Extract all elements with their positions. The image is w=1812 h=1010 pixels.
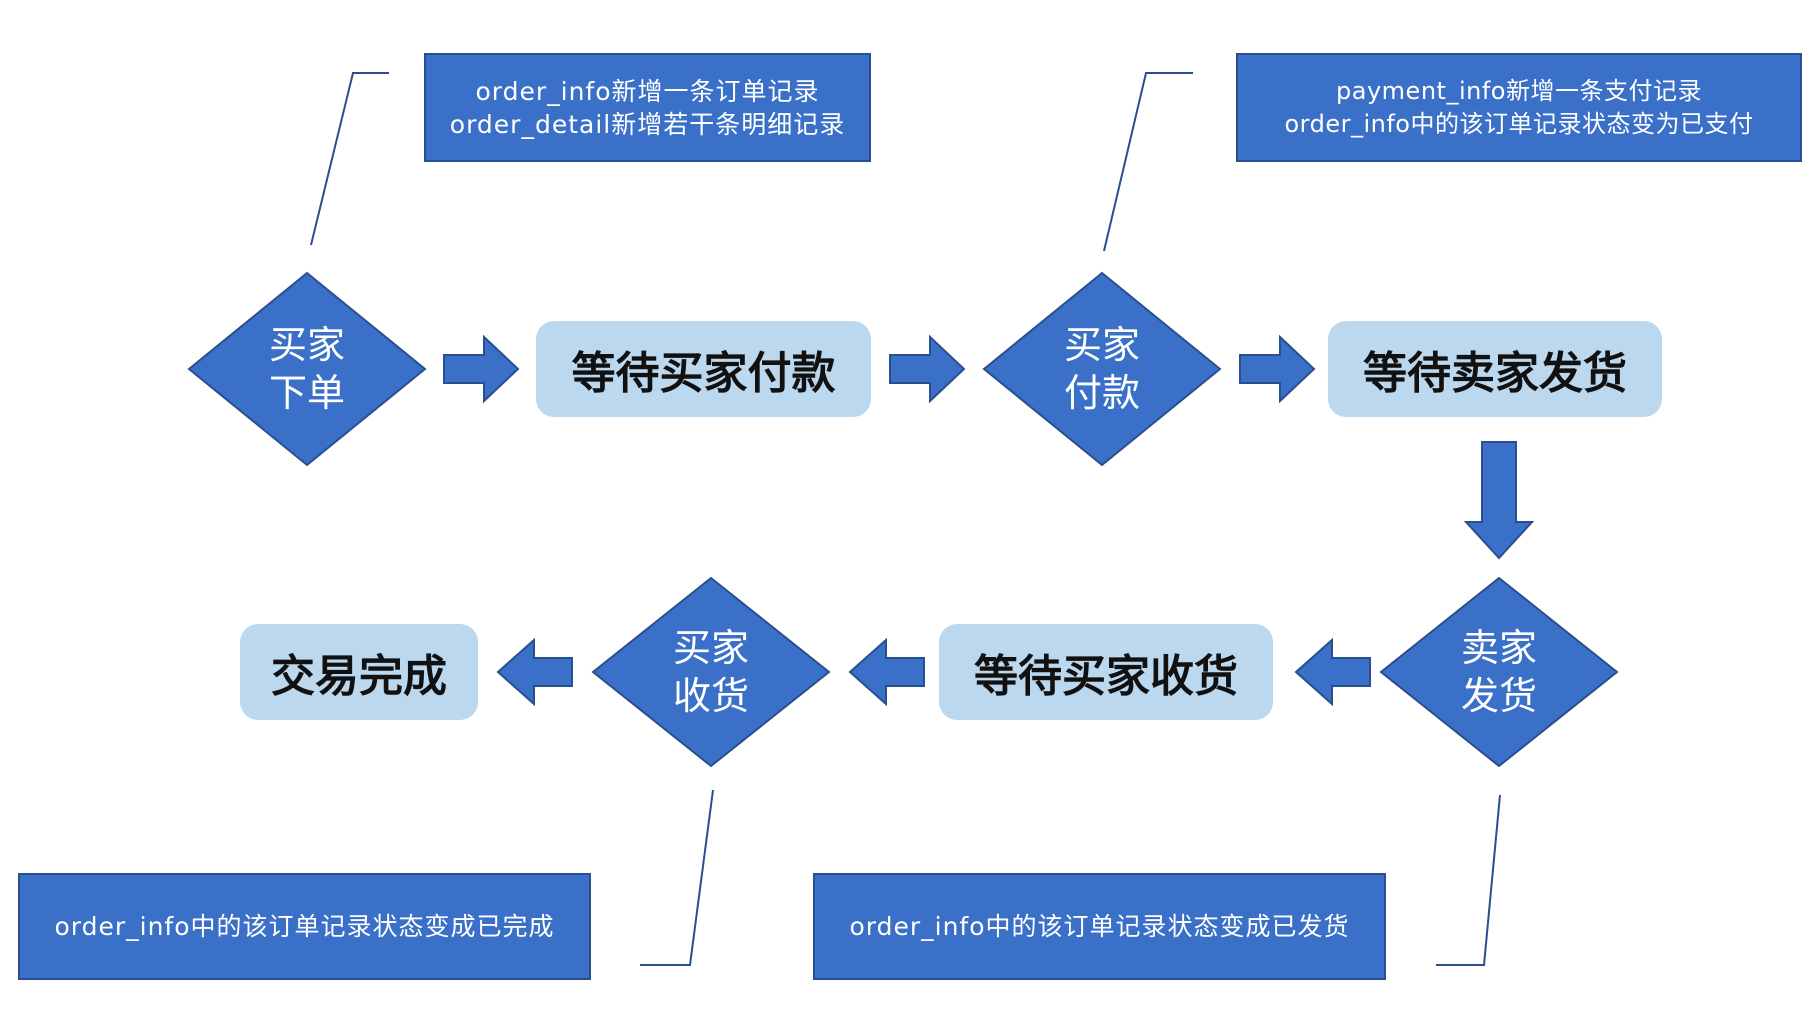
note-place-order-line1: order_info新增一条订单记录 [475, 76, 820, 106]
state-wait-pay: 等待买家付款 [536, 321, 871, 417]
arrow-left-3 [496, 637, 573, 707]
arrow-right-1 [443, 334, 520, 404]
place-order-diamond [187, 271, 427, 467]
pay-diamond [982, 271, 1222, 467]
connector-place-order [310, 72, 389, 246]
connector-receive [640, 789, 714, 966]
connector-pay [1103, 72, 1193, 252]
place-order-label-line2: 下单 [268, 371, 345, 415]
note-place-order-line2: order_detail新增若干条明细记录 [449, 109, 846, 139]
state-wait-ship: 等待卖家发货 [1328, 321, 1662, 417]
pay-label-line2: 付款 [1063, 371, 1140, 415]
ship-label-line2: 发货 [1460, 674, 1537, 718]
arrow-left-1 [1294, 637, 1371, 707]
connector-ship [1436, 794, 1501, 966]
pay-label: 买家 付款 [1042, 321, 1162, 417]
receive-label-line1: 买家 [672, 626, 749, 670]
note-ship: order_info中的该订单记录状态变成已发货 [813, 873, 1386, 980]
state-done: 交易完成 [240, 624, 478, 720]
receive-label-line2: 收货 [672, 674, 749, 718]
arrow-left-2 [848, 637, 925, 707]
pay-label-line1: 买家 [1063, 323, 1140, 367]
ship-label-line1: 卖家 [1460, 626, 1537, 670]
arrow-down [1463, 441, 1535, 560]
receive-label: 买家 收货 [651, 624, 771, 720]
note-receive: order_info中的该订单记录状态变成已完成 [18, 873, 591, 980]
arrow-right-2 [889, 334, 966, 404]
note-ship-line1: order_info中的该订单记录状态变成已发货 [849, 912, 1350, 941]
note-place-order: order_info新增一条订单记录 order_detail新增若干条明细记录 [424, 53, 871, 162]
note-pay-line1: payment_info新增一条支付记录 [1336, 76, 1702, 105]
note-pay-line2: order_info中的该订单记录状态变为已支付 [1284, 109, 1754, 138]
receive-diamond [591, 576, 831, 768]
ship-label: 卖家 发货 [1439, 624, 1559, 720]
note-pay: payment_info新增一条支付记录 order_info中的该订单记录状态… [1236, 53, 1802, 162]
place-order-label-line1: 买家 [268, 323, 345, 367]
arrow-right-3 [1239, 334, 1316, 404]
place-order-label: 买家 下单 [247, 321, 367, 417]
note-receive-line1: order_info中的该订单记录状态变成已完成 [54, 912, 555, 941]
state-wait-receive: 等待买家收货 [939, 624, 1273, 720]
ship-diamond [1379, 576, 1619, 768]
